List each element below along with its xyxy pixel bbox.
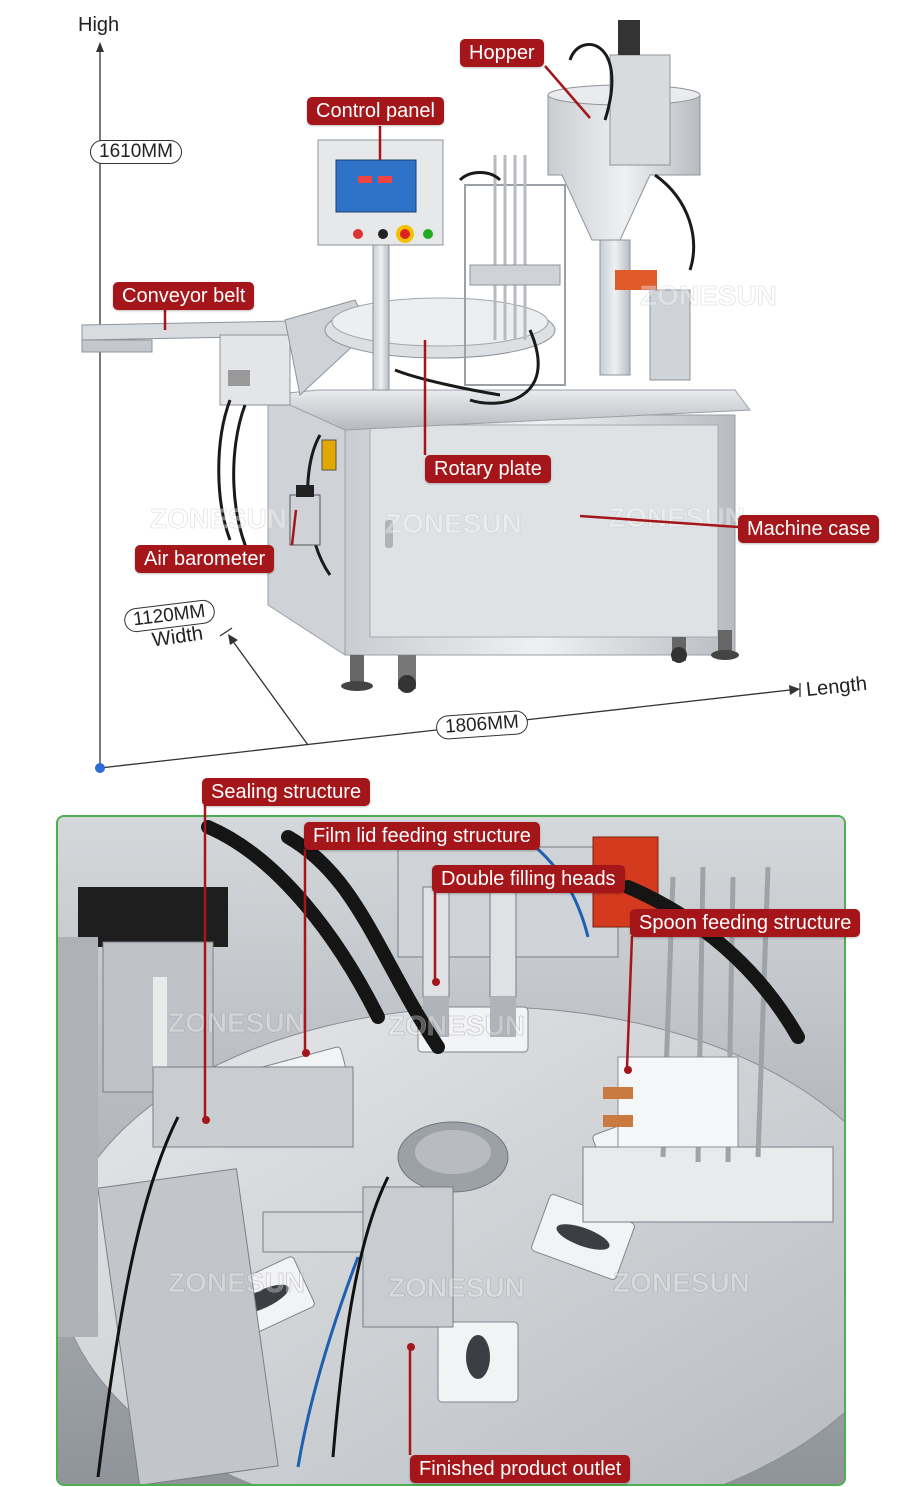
height-dimension: 1610MM [90, 140, 182, 164]
detail-closeup-image: ZONESUN ZONESUN ZONESUN ZONESUN ZONESUN [58, 817, 844, 1484]
watermark-text: ZONESUN [168, 1267, 305, 1298]
label-spoon-feeding-structure: Spoon feeding structure [630, 909, 861, 937]
axis-high-label: High [78, 14, 120, 36]
label-sealing-structure: Sealing structure [202, 778, 371, 806]
label-rotary-plate: Rotary plate [425, 455, 551, 483]
label-control-panel: Control panel [307, 97, 444, 125]
detail-closeup-panel: ZONESUN ZONESUN ZONESUN ZONESUN ZONESUN [56, 815, 846, 1486]
label-double-filling-heads: Double filling heads [432, 865, 625, 893]
label-machine-case: Machine case [738, 515, 880, 543]
label-conveyor-belt: Conveyor belt [113, 282, 255, 310]
watermark-text: ZONESUN [608, 502, 745, 533]
label-hopper: Hopper [460, 39, 544, 67]
watermark-text: ZONESUN [388, 1010, 525, 1041]
watermark-text: ZONESUN [150, 503, 287, 534]
label-air-barometer: Air barometer [135, 545, 275, 573]
watermark-text: ZONESUN [168, 1007, 305, 1038]
watermark-text: ZONESUN [640, 280, 777, 311]
watermark-text: ZONESUN [388, 1272, 525, 1303]
detail-leader-lines [203, 805, 634, 1455]
label-finished-product-outlet: Finished product outlet [410, 1455, 631, 1483]
watermark-text: ZONESUN [613, 1267, 750, 1298]
watermark-text: ZONESUN [385, 508, 522, 539]
overview-leader-lines [163, 65, 739, 546]
label-film-lid-feeding-structure: Film lid feeding structure [304, 822, 540, 850]
